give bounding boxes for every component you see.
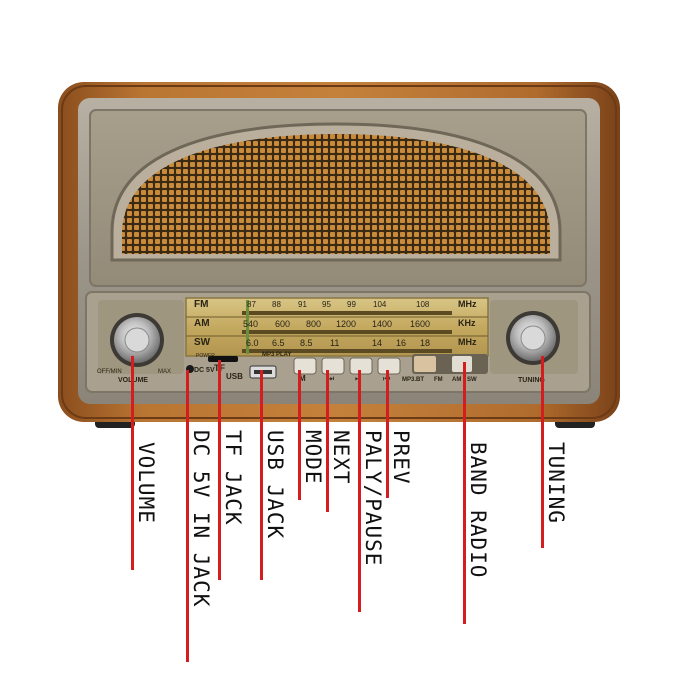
play-button-shape [349, 357, 373, 375]
callout-line-prev [386, 370, 389, 498]
am-scale-label: 540 [243, 319, 259, 329]
am-scale-label: 1200 [336, 319, 357, 329]
callout-line-next [326, 370, 329, 512]
callout-line-tuning [541, 356, 544, 548]
callout-line-dc5v [186, 370, 189, 662]
band-am-label: AM [194, 318, 210, 329]
max-label: MAX [158, 369, 172, 375]
callout-next: NEXT [329, 430, 353, 485]
callout-band-radio: BAND RADIO [466, 442, 490, 579]
callout-usb-jack: USB JACK [263, 430, 287, 540]
mode-glyph: M [299, 374, 306, 383]
band-fm-unit: MHz [458, 299, 477, 309]
dc5v-panel-label: DC 5V [194, 367, 215, 374]
next-glyph: ⏭ [327, 374, 335, 383]
tf-slot [208, 356, 238, 362]
am-scale-label: 800 [306, 319, 322, 329]
fm-scale-label: 91 [298, 300, 307, 309]
callout-mode: MODE [301, 430, 325, 485]
callout-line-band [463, 362, 466, 624]
fm-scale-label: 99 [347, 300, 356, 309]
callout-volume: VOLUME [134, 442, 158, 524]
off-min-label: OFF/MIN [97, 369, 122, 375]
sw-scale-label: 14 [372, 338, 383, 348]
am-scale-label: 600 [275, 319, 291, 329]
speaker-grille [122, 134, 550, 254]
callout-play-pause: PALY/PAUSE [361, 430, 385, 567]
am-switch-label: AM [452, 377, 462, 383]
callout-prev: PREV [389, 430, 413, 485]
callout-tuning: TUNING [544, 442, 568, 524]
sw-switch-label: SW [467, 377, 477, 383]
band-sw-label: SW [194, 337, 211, 348]
sw-scale-label: 18 [420, 338, 431, 348]
fm-scale-label: 88 [272, 300, 281, 309]
band-am-unit: KHz [458, 318, 476, 328]
callout-line-volume [131, 356, 134, 570]
callout-line-usb [260, 370, 263, 580]
fm-switch-label: FM [434, 377, 443, 383]
prev-button-shape [377, 357, 401, 375]
callout-line-play-pause [358, 370, 361, 612]
fm-scale-label: 95 [322, 300, 331, 309]
usb-panel-label: USB [226, 372, 243, 381]
fm-scale-label: 108 [416, 300, 430, 309]
callout-line-mode [298, 370, 301, 500]
dial-pointer [246, 300, 249, 354]
sw-scale-label: 6.0 [246, 338, 259, 348]
mp3-play-label: MP3 PLAY [262, 352, 292, 358]
am-scale-label: 1400 [372, 319, 393, 329]
mp3bt-label: MP3.BT [402, 377, 425, 383]
am-scale-label: 1600 [410, 319, 431, 329]
fm-scale-label: 104 [373, 300, 387, 309]
sw-scale-label: 16 [396, 338, 407, 348]
sw-scale-label: 8.5 [300, 338, 313, 348]
band-sw-unit: MHz [458, 337, 477, 347]
sw-scale-label: 11 [330, 338, 340, 348]
tuning-panel-label: TUNING [518, 377, 545, 384]
dial-plate [185, 297, 489, 357]
callout-tf-jack: TF JACK [221, 430, 245, 526]
sw-scale-label: 6.5 [272, 338, 285, 348]
fm-scale-label: 87 [247, 300, 256, 309]
callout-dc5v-in-jack: DC 5V IN JACK [189, 430, 213, 608]
callout-line-tf [218, 360, 221, 580]
band-fm-label: FM [194, 299, 209, 310]
power-label: POWER [196, 353, 215, 359]
